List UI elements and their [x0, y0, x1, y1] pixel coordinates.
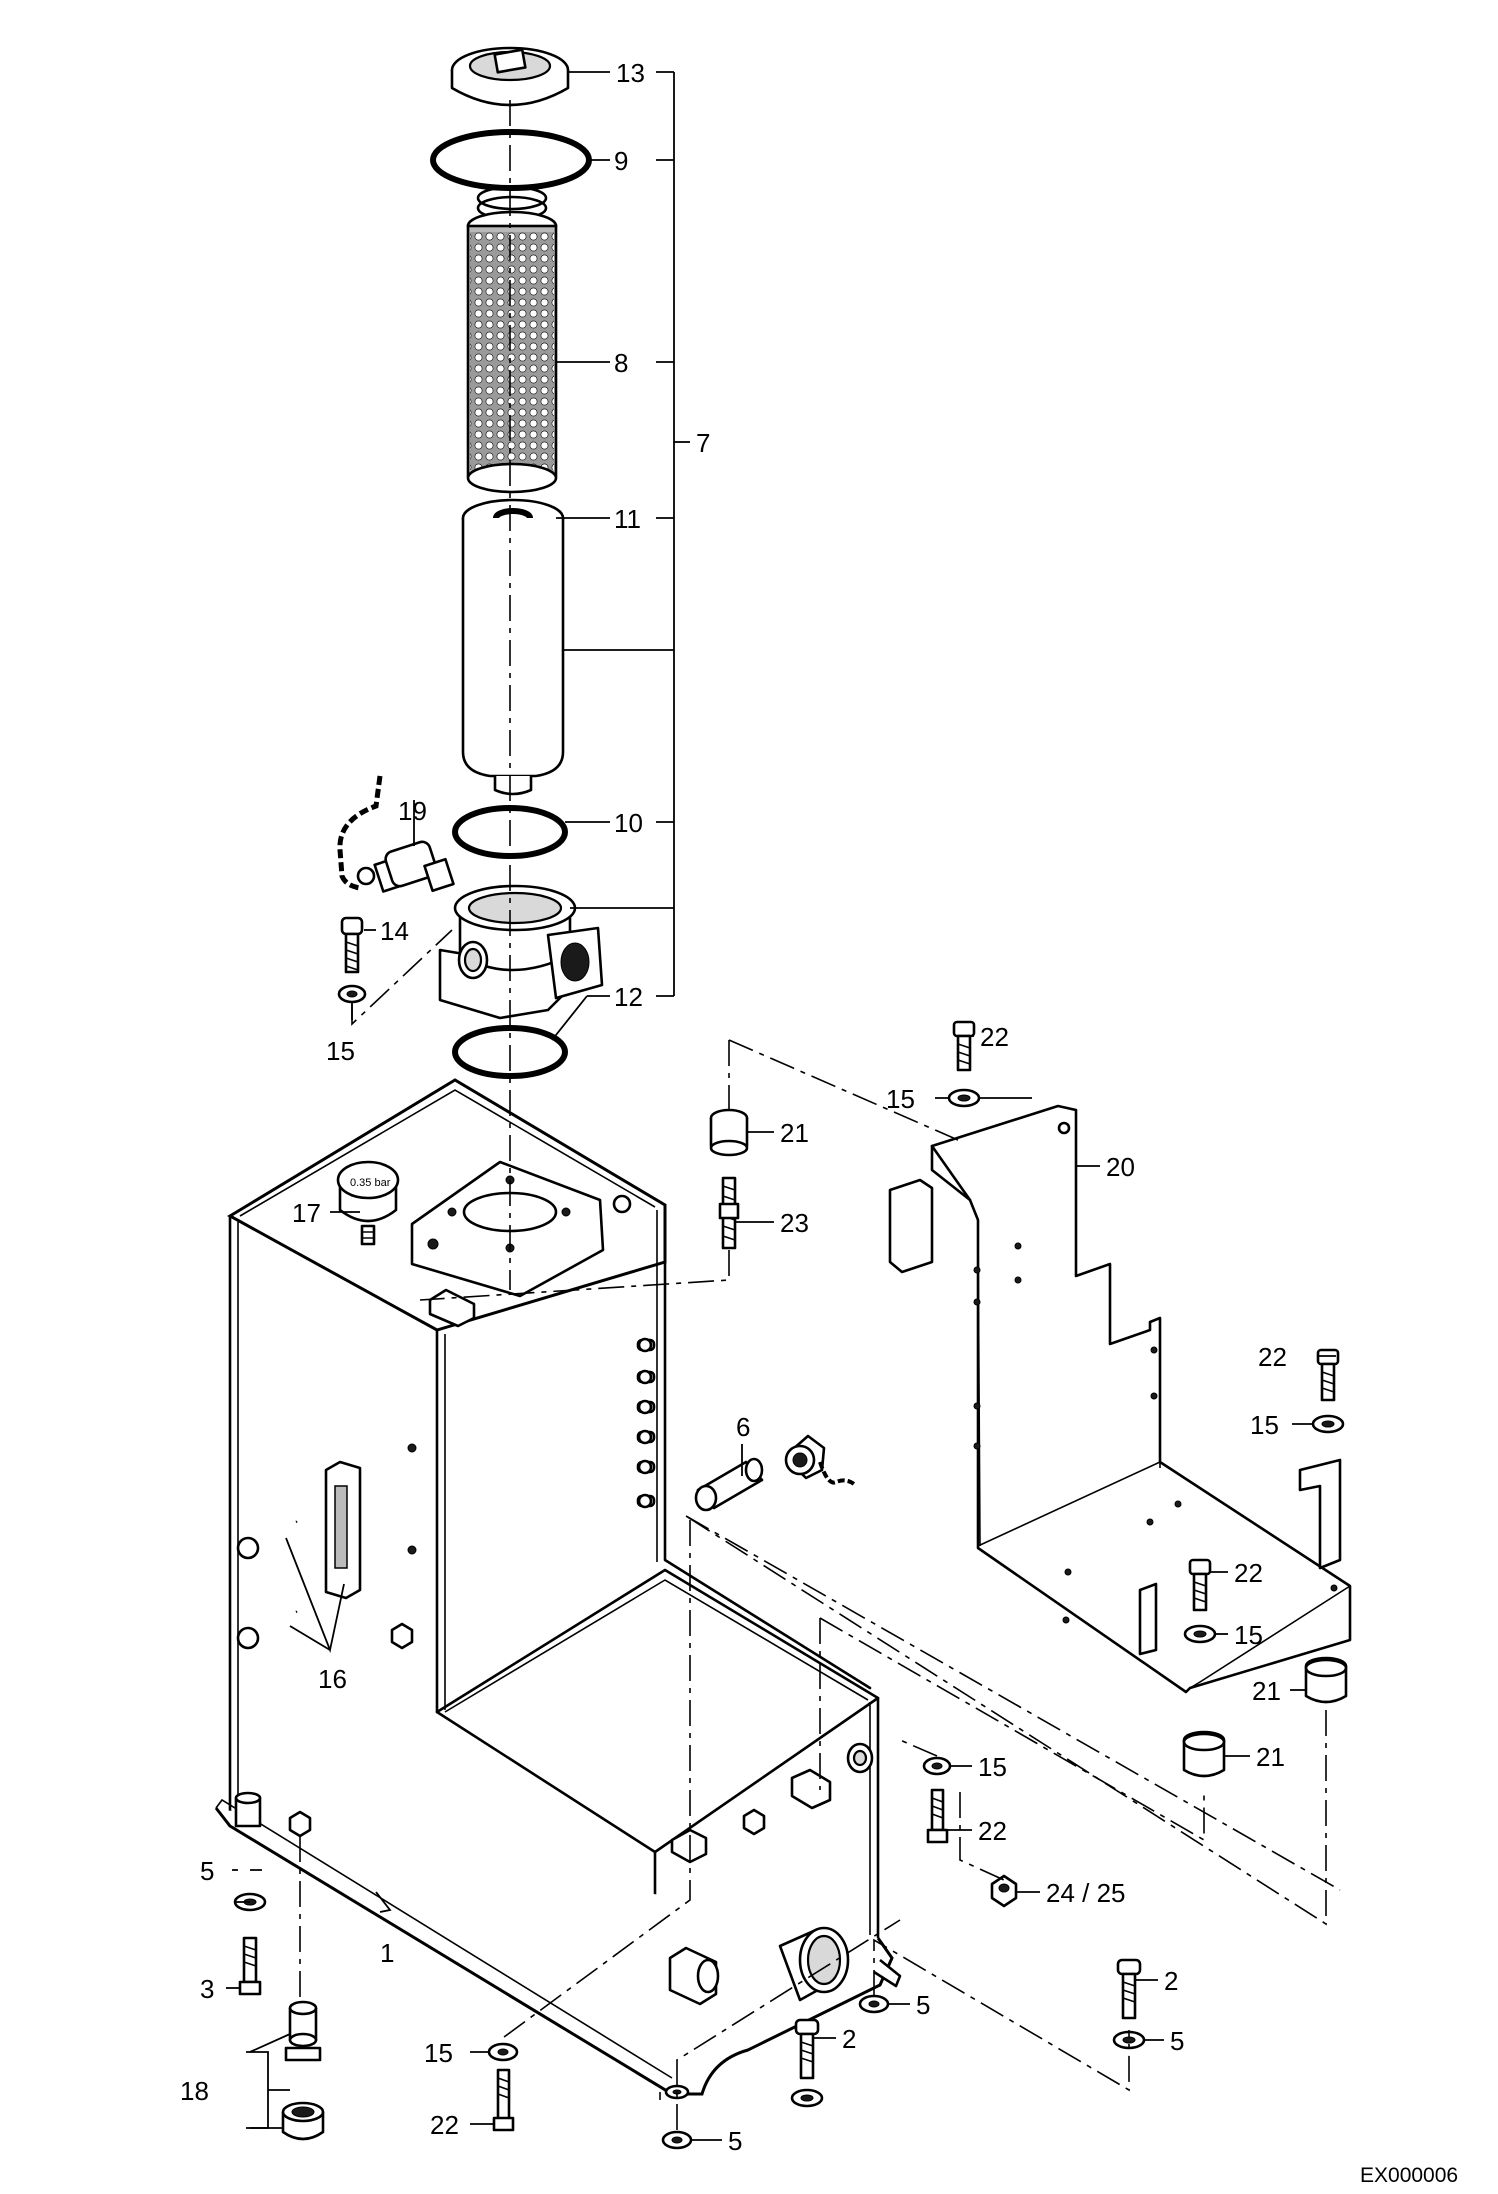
bolt-2-b [1116, 1958, 1142, 2020]
callout-3: 3 [200, 1974, 214, 2004]
nut-24-25 [990, 1874, 1018, 1908]
callout-13: 13 [616, 58, 645, 88]
washer-15-bottom [487, 2042, 519, 2062]
washer-15-mid [922, 1756, 952, 1776]
callout-9: 9 [614, 146, 628, 176]
bolt-14 [340, 916, 364, 974]
bolt-22-inner [1188, 1558, 1212, 1612]
callout-15-mid: 15 [978, 1752, 1007, 1782]
drain-fitting-18 [281, 2000, 325, 2141]
callout-24-25: 24 / 25 [1046, 1878, 1126, 1908]
bolt-22-top [952, 1020, 976, 1072]
center-lines [299, 100, 1341, 2130]
callout-22-inner: 22 [1234, 1558, 1263, 1588]
washer-15-inner [1183, 1624, 1217, 1644]
bolt-22-right [1316, 1348, 1340, 1402]
callout-14: 14 [380, 916, 409, 946]
bolt-3 [238, 1936, 262, 1996]
bolt-22-bottom [492, 2068, 515, 2132]
filter-cap [450, 46, 570, 107]
callout-15-inner: 15 [1234, 1620, 1263, 1650]
washer-5-bottom-b [790, 2088, 824, 2108]
callout-12: 12 [614, 982, 643, 1012]
callout-22-right: 22 [1258, 1342, 1287, 1372]
callout-16: 16 [318, 1664, 347, 1694]
stud-23 [718, 1176, 740, 1250]
rubber-buffer-21-right [1304, 1656, 1348, 1704]
callout-10: 10 [614, 808, 643, 838]
filter-housing-bowl [461, 498, 565, 796]
callout-15-filter: 15 [326, 1036, 355, 1066]
callout-2-a: 2 [842, 2024, 856, 2054]
callout-22-top: 22 [980, 1022, 1009, 1052]
callout-5-right: 5 [1170, 2026, 1184, 2056]
o-ring-top [430, 129, 592, 191]
filter-element-perforated [466, 185, 558, 494]
mounting-bracket-20 [888, 1104, 1352, 1694]
callout-21-top: 21 [780, 1118, 809, 1148]
washer-5-bottom-a [661, 2130, 693, 2150]
callout-18: 18 [180, 2076, 209, 2106]
drawing-reference: EX000006 [1360, 2164, 1458, 2187]
callouts: 13 9 8 7 11 10 12 19 14 15 22 15 20 21 2… [180, 58, 1458, 2187]
washer-15-right [1311, 1414, 1345, 1434]
bolt-22-mid [926, 1788, 949, 1844]
rubber-buffer-21-top [709, 1108, 749, 1157]
filter-head [438, 884, 604, 1020]
callout-22-mid: 22 [978, 1816, 1007, 1846]
valve-6 [694, 1434, 856, 1512]
washer-15-filter [337, 984, 367, 1004]
callout-5-front: 5 [916, 1990, 930, 2020]
bolt-2-a [794, 2018, 820, 2080]
callout-5-bottom: 5 [728, 2126, 742, 2156]
o-ring-12 [452, 1025, 568, 1079]
leader-lines [226, 71, 1336, 2141]
callout-17: 17 [292, 1198, 321, 1228]
callout-15-right: 15 [1250, 1410, 1279, 1440]
callout-1: 1 [380, 1938, 394, 1968]
callout-19: 19 [398, 796, 427, 826]
rubber-buffer-21-lower [1182, 1730, 1226, 1778]
gauge-label: 0.35 bar [350, 1177, 391, 1189]
callout-20: 20 [1106, 1152, 1135, 1182]
group-bracket-7 [563, 71, 690, 997]
callout-5-left: 5 [200, 1856, 214, 1886]
callout-2-b: 2 [1164, 1966, 1178, 1996]
washer-5-front [858, 1994, 890, 2014]
callout-8: 8 [614, 348, 628, 378]
callout-21-lower: 21 [1256, 1742, 1285, 1772]
callout-21-right: 21 [1252, 1676, 1281, 1706]
callout-11: 11 [614, 504, 641, 534]
callout-22-bottom: 22 [430, 2110, 459, 2140]
callout-7: 7 [696, 428, 710, 458]
callout-6: 6 [736, 1412, 750, 1442]
sensor-switch-19 [337, 775, 455, 893]
callout-15-bottom: 15 [424, 2038, 453, 2068]
washer-15-top [947, 1088, 981, 1108]
callout-23: 23 [780, 1208, 809, 1238]
callout-15-top: 15 [886, 1084, 915, 1114]
